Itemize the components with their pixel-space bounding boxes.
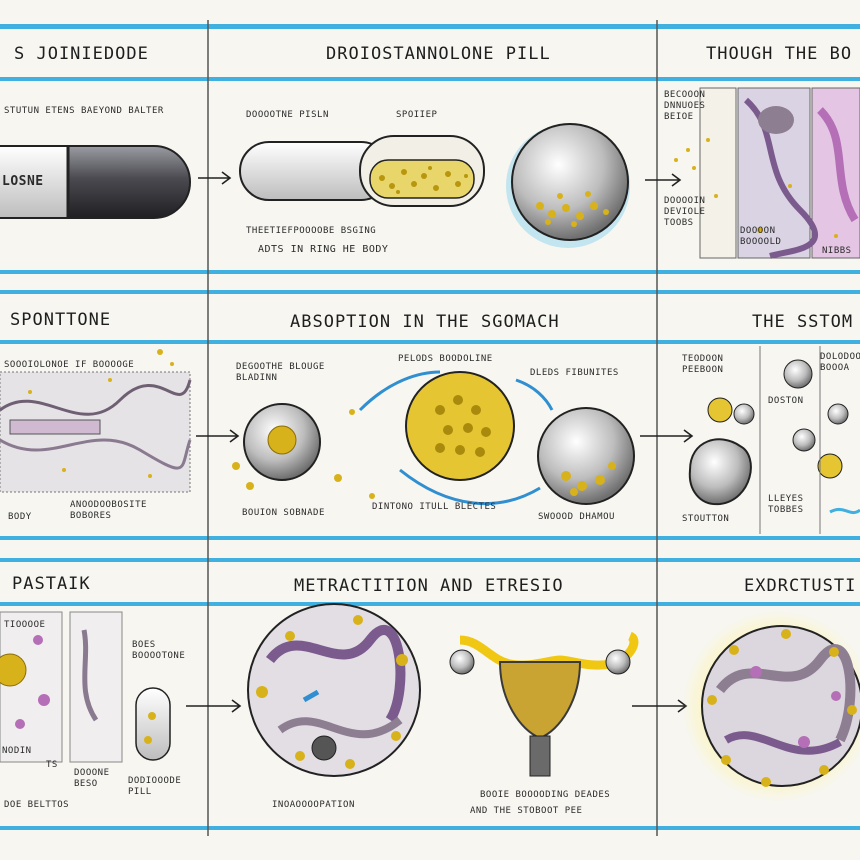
panel-label: STOUTTON [682,514,730,524]
band-row2-top [0,290,860,294]
band-row2-bot [0,536,860,540]
absorption-illustration [232,370,635,505]
band-row1-mid [0,77,860,81]
panel-title-row3-col1: PASTAIK [12,574,91,594]
row1-illustrations [0,87,860,259]
panel-label: LLEYES TOBBES [768,494,804,515]
panel-label: PELODS BOODOLINE [398,354,493,364]
panel-title-row2-col3: THE SSTOM [752,312,854,332]
panel-label: BOOIE BOOOODING DEADES [480,790,611,800]
arrow-icon [640,429,694,443]
panel-label: SOOOIOLONOE IF BOOOOGE [4,360,135,370]
digestion-sketch-left [0,611,171,763]
panel-title-row3-col2: METRACTITION AND ETRESIO [294,576,564,596]
arrow-icon [645,173,682,187]
tissue-illustration [674,87,860,259]
panel-label: DOLODOOS BOOOA [820,352,860,373]
capsule-label: LOSNE [2,174,44,189]
metabolism-circle [247,603,421,777]
row2-illustrations [0,346,860,534]
pill-sphere-illustration [506,123,630,248]
panel-label: ADTS IN RING HE BODY [258,244,389,255]
panel-title-row1-col1: S JOINIEDODE [14,44,149,64]
arrow-icon [186,699,242,713]
open-capsule-illustration [239,135,485,207]
panel-label: DOOOON BOOOOLD [740,226,782,247]
panel-title-row2-col2: ABSOPTION IN THE SGOMACH [290,312,560,332]
panel-title-row2-col1: SPONTTONE [10,310,112,330]
panel-label: DOOOOTNE PISLN [246,110,329,120]
panel-label: THEETIEFPOOOOBE BSGING [246,226,377,236]
excretion-illustration [682,610,860,802]
capsule-illustration [0,145,191,219]
band-row2-mid [0,340,860,344]
panel-label: DLEDS FIBUNITES [530,368,619,378]
panel-label: SWOOOD DHAMOU [538,512,615,522]
band-row3-bot [0,826,860,830]
reproductive-organ-illustration [449,631,639,777]
band-row3-mid [0,602,860,606]
stomach-illustration [688,346,860,534]
band-row1-bot [0,270,860,274]
panel-label: TEODOON PEEBOON [682,354,724,375]
panel-label: DOOOOIN DEVIOLE TOOBS [664,196,706,228]
panel-label: NIBBS [822,246,852,256]
blue-bands [0,24,860,830]
panel-label: NODIN [2,746,32,756]
panel-label: DODIOOODE PILL [128,776,182,797]
panel-label: BECOOON DNNUOES BEIOE [664,90,706,122]
arrow-icon [632,699,688,713]
panel-label: TS [46,760,58,770]
panel-label: TIOOOOE [4,620,46,630]
panel-label: BOES BOOOOTONE [132,640,186,661]
panel-label: DOOONE BESO [74,768,110,789]
panel-title-row1-col2: DROIOSTANNOLONE PILL [326,44,551,64]
panel-label: BODY [8,512,32,522]
panel-label: DOSTON [768,396,804,406]
panel-label: BOUION SOBNADE [242,508,325,518]
panel-label: ANOODOOBOSITE BOBORES [70,500,147,521]
column-dividers [207,20,658,836]
panel-title-row3-col3: EXDRCTUSTI [744,576,857,596]
band-row3-top [0,558,860,562]
arrow-icon [196,429,240,443]
panel-label: DOE BELTTOS [4,800,70,810]
band-row1-top [0,24,860,29]
arrow-icon [198,171,232,185]
row3-illustrations [0,603,860,802]
panel-label: STUTUN ETENS BAEYOND BALTER [4,106,164,116]
panel-label: INOAOOOOPATION [272,800,355,810]
panel-title-row1-col3: THOUGH THE BO [706,44,853,64]
panel-label: DEGOOTHE BLOUGE BLADINN [236,362,325,383]
panel-label: DINTONO ITULL BLECTES [372,502,497,512]
panel-label: AND THE STOBOOT PEE [470,806,583,816]
intestine-sketch [0,349,192,493]
panel-label: SPOIIEP [396,110,438,120]
